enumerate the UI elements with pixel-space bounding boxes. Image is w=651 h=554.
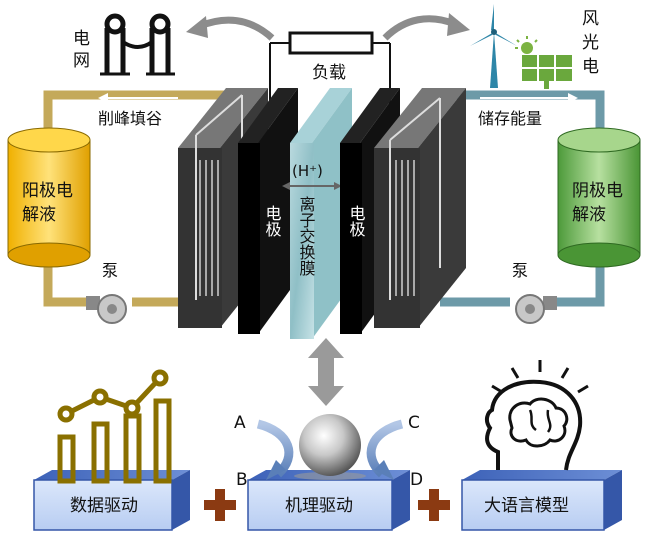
- catholyte-label-1: 阴极电: [572, 181, 623, 201]
- proton-double-arrow: [282, 182, 342, 190]
- anolyte-tank: [7, 127, 91, 268]
- peak-shaving-label: 削峰填谷: [98, 109, 162, 128]
- brain-head-icon: [484, 360, 589, 471]
- storage-arrow: [568, 93, 578, 103]
- renewable-label-2: 光: [582, 33, 599, 53]
- catholyte-label-2: 解液: [572, 205, 606, 225]
- energy-storage-label: 储存能量: [478, 109, 542, 128]
- right-flow-plate: [374, 88, 466, 328]
- peak-shaving-arrow: [98, 93, 108, 103]
- data-driven-label: 数据驱动: [70, 496, 138, 516]
- right-pump: [515, 294, 557, 324]
- grid-label-2: 网: [73, 51, 90, 71]
- curve-arrow-right: [366, 419, 404, 480]
- left-pump: [86, 294, 127, 324]
- llm-box: [461, 470, 622, 531]
- mechanism-driven-label: 机理驱动: [285, 496, 353, 516]
- anolyte-label-2: 解液: [22, 205, 56, 225]
- point-c-label: C: [408, 413, 420, 433]
- load-label: 负载: [312, 63, 346, 83]
- arrow-to-grid-head: [186, 16, 208, 38]
- data-driven-box: [33, 470, 190, 531]
- left-pump-label: 泵: [102, 261, 118, 280]
- renewable-label-1: 风: [582, 9, 599, 29]
- left-electrode-label: 电极: [263, 205, 282, 237]
- point-d-label: D: [410, 470, 423, 490]
- point-b-label: B: [236, 470, 248, 490]
- bar-chart-icon: [57, 369, 172, 484]
- solar-panel-icon: [515, 36, 572, 89]
- arrow-from-renewables: [382, 15, 457, 41]
- membrane-label: 离子交换膜: [297, 196, 316, 277]
- right-pump-label: 泵: [512, 261, 528, 280]
- curve-arrow-left: [256, 419, 294, 480]
- plus-icon-left: [204, 489, 236, 521]
- arrow-from-renewables-head: [447, 13, 470, 36]
- right-electrode-label: 电极: [347, 205, 366, 237]
- grid-label-1: 电: [73, 29, 90, 49]
- left-electrode: [238, 88, 298, 334]
- wind-turbine-icon: [470, 4, 517, 88]
- renewable-label-3: 电: [582, 57, 599, 77]
- llm-label: 大语言模型: [484, 496, 569, 516]
- catholyte-tank: [557, 127, 641, 268]
- anolyte-label-1: 阳极电: [22, 181, 73, 201]
- point-a-label: A: [234, 413, 246, 433]
- vertical-double-arrow: [308, 338, 344, 406]
- power-pylon-icon: [100, 13, 175, 76]
- proton-label: (H⁺): [292, 162, 323, 180]
- right-pipe: [420, 90, 605, 307]
- sphere-icon: [294, 414, 366, 480]
- arrow-to-grid: [198, 16, 275, 41]
- plus-icon-right: [418, 489, 450, 521]
